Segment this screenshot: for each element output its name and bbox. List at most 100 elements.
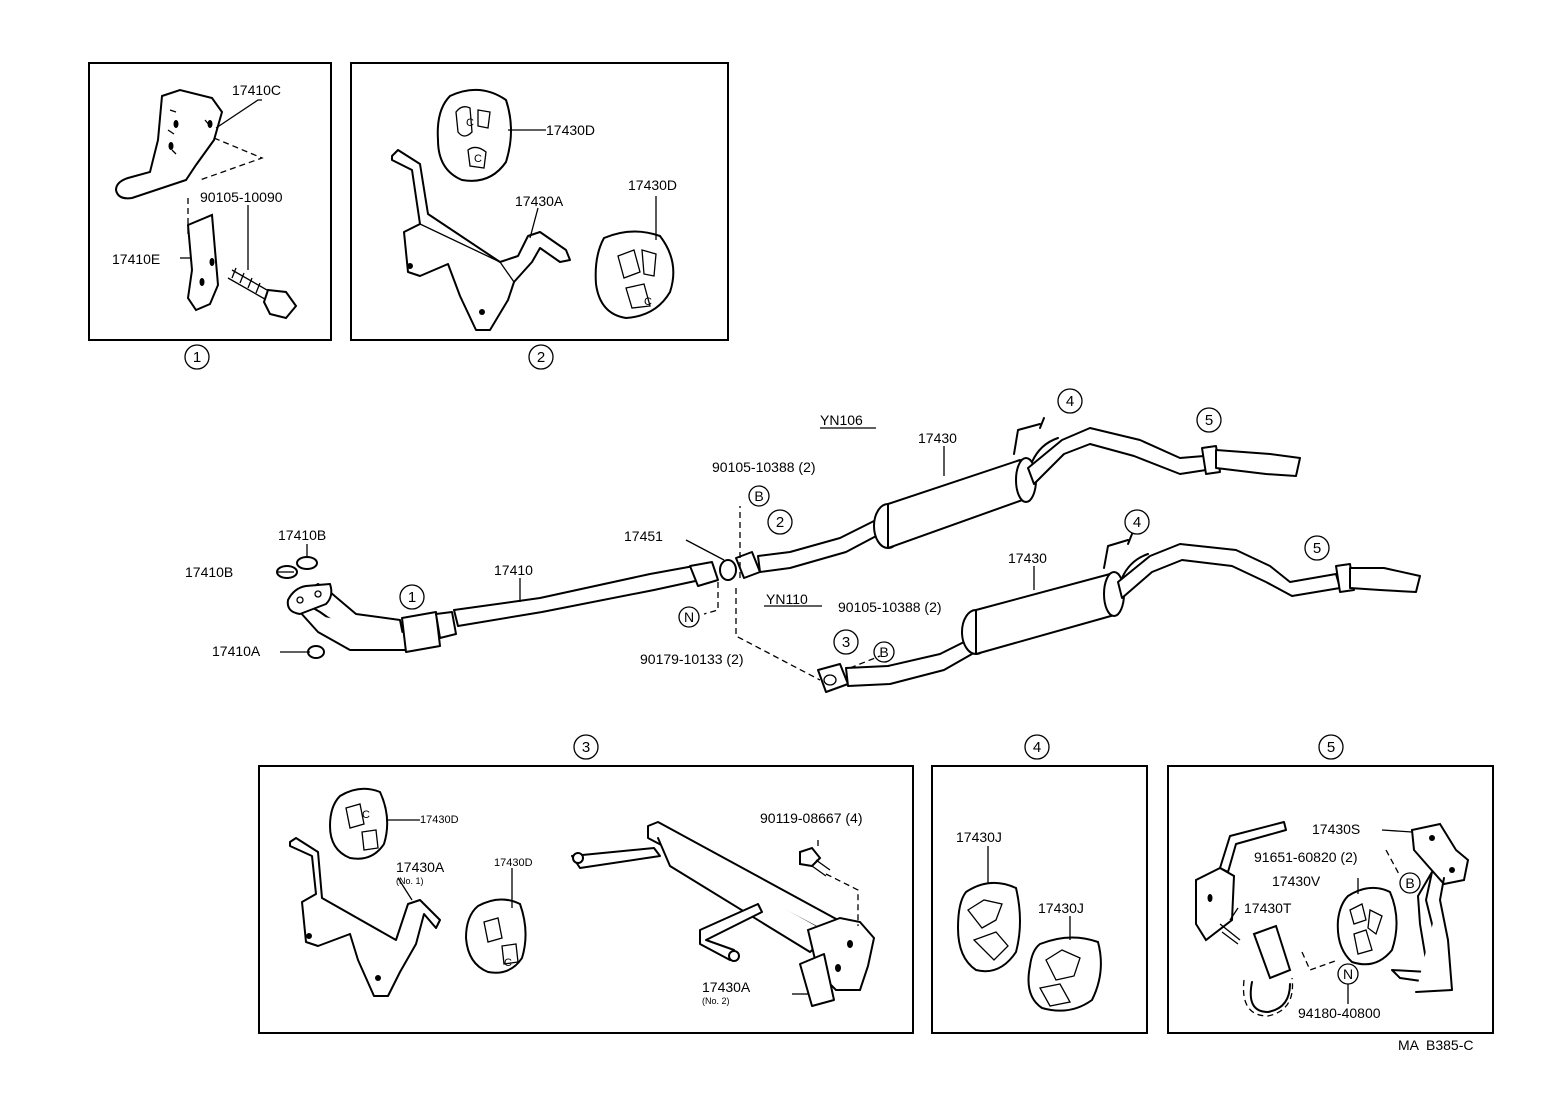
hanger-17430j-left-drawing (956, 881, 1021, 973)
hanger-17430d-right-drawing: C (594, 230, 675, 320)
variant-label-yn110: YN110 (766, 591, 808, 607)
bolt-90105-10090-drawing (227, 267, 298, 320)
main-callout-3-circle (833, 629, 859, 655)
bracket-17410c-drawing (114, 88, 224, 200)
panel-1-frame (88, 62, 332, 341)
nut-symbol-p5-letter: N (1343, 966, 1353, 982)
main-callout-2: 2 (776, 514, 784, 531)
panel-5-frame (1167, 765, 1494, 1034)
clamp-drawing (1242, 924, 1294, 1017)
nut-symbol-p5 (1337, 963, 1359, 985)
main-callout-3: 3 (842, 634, 850, 651)
part-label-90105-10388-lower: 90105-10388 (2) (838, 599, 942, 615)
gasket-17410a-drawing (307, 645, 325, 659)
panel-1: 17410C 90105-10090 17410E 1 (88, 62, 332, 370)
panel-1-callout-circle (184, 344, 210, 370)
part-label-90179-10133: 90179-10133 (2) (640, 651, 744, 667)
hanger-17430d-p3-mid-drawing: C (464, 898, 527, 974)
part-label-17430v: 17430V (1272, 873, 1321, 889)
part-label-17430d-top: 17430D (546, 122, 595, 138)
part-label-17430a-no2: 17430A (702, 979, 751, 995)
part-label-17430a-no1-note: (No. 1) (396, 876, 424, 886)
hanger-glyph-4: C (362, 809, 370, 821)
panel-5-callout-circle (1318, 734, 1344, 760)
bolt-symbol-upper-letter: B (754, 488, 763, 504)
nut-symbol (678, 606, 700, 628)
part-label-17410: 17410 (494, 562, 533, 578)
part-label-17410b-left: 17410B (185, 564, 233, 580)
main-callout-4-lower-circle (1124, 509, 1150, 535)
gasket-17451-drawing (719, 559, 737, 581)
panel-3: 3 C C (258, 734, 914, 1034)
part-label-17410b-top: 17410B (278, 527, 326, 543)
part-label-17430s: 17430S (1312, 821, 1360, 837)
bolt-90119-08667-drawing (799, 846, 831, 877)
variant-label-yn106: YN106 (820, 412, 863, 428)
tail-pipe-lower-drawing (817, 533, 1421, 693)
part-label-17430a-no2-note: (No. 2) (702, 996, 730, 1006)
hanger-17430d-top-drawing: C C (436, 89, 512, 182)
panel-5: 5 (1167, 734, 1494, 1034)
panel-5-number: 5 (1327, 739, 1335, 756)
hanger-17430j-right-drawing (1027, 936, 1102, 1012)
front-pipe-17410-drawing (286, 561, 719, 653)
main-callout-5-upper: 5 (1205, 412, 1213, 429)
panel-2-frame (350, 62, 729, 341)
part-label-17430j-right: 17430J (1038, 900, 1084, 916)
hanger-glyph-3: C (644, 296, 652, 308)
part-label-90105-10090: 90105-10090 (200, 189, 283, 205)
part-label-17430d-p3-mid: 17430D (494, 857, 533, 869)
bracket-17430a-no1-drawing (289, 837, 441, 997)
part-label-90105-10388-upper: 90105-10388 (2) (712, 459, 816, 475)
part-label-91651-60820: 91651-60820 (2) (1254, 849, 1358, 865)
nut-symbol-letter: N (684, 609, 694, 625)
main-callout-1-circle (399, 584, 425, 610)
panel-4-number: 4 (1033, 739, 1041, 756)
panel-4-frame (931, 765, 1148, 1034)
panel-2-number: 2 (537, 349, 545, 366)
bracket-17430t-drawing (1195, 821, 1287, 945)
main-callout-1: 1 (408, 589, 416, 606)
main-callout-5-upper-circle (1196, 407, 1222, 433)
hanger-17430d-p3-top-drawing: C (328, 787, 389, 860)
crossmember-drawing (571, 821, 876, 1007)
part-label-17430t: 17430T (1244, 900, 1292, 916)
panel-1-number: 1 (193, 349, 201, 366)
bolt-symbol-lower-letter: B (879, 644, 888, 660)
part-label-17451: 17451 (624, 528, 663, 544)
part-label-17410a: 17410A (212, 643, 261, 659)
bracket-17410e-drawing (186, 213, 220, 312)
main-exhaust-assembly: B N B 1 2 3 4 4 5 5 YN106 YN110 17410B 1… (185, 388, 1421, 693)
gasket-17410b-top-drawing (296, 556, 318, 570)
part-label-17430j-left: 17430J (956, 829, 1002, 845)
panel-3-callout-circle (573, 734, 599, 760)
part-label-17430d-p3-top: 17430D (420, 814, 459, 826)
bracket-17430s-drawing (1391, 822, 1470, 993)
panel-4: 4 17430J 17430J (931, 734, 1148, 1034)
panel-3-number: 3 (582, 739, 590, 756)
main-callout-4-upper: 4 (1066, 393, 1074, 410)
main-callout-5-lower-circle (1304, 535, 1330, 561)
hanger-glyph: C (466, 117, 474, 129)
panel-3-frame (258, 765, 914, 1034)
part-label-90119-08667: 90119-08667 (4) (760, 810, 862, 826)
part-label-17410c: 17410C (232, 82, 281, 98)
diagram-code: MA B385-C (1398, 1037, 1473, 1053)
panel-2: C C C 17430D 17430A 17430D 2 (350, 62, 729, 370)
tail-pipe-upper-drawing (735, 417, 1301, 579)
hanger-glyph-2: C (474, 153, 482, 165)
bolt-symbol-p5-letter: B (1405, 875, 1414, 891)
panel-2-callout-circle (528, 344, 554, 370)
part-label-94180-40800: 94180-40800 (1298, 1005, 1381, 1021)
bolt-symbol-upper (748, 485, 770, 507)
main-callout-4-lower: 4 (1133, 514, 1141, 531)
hanger-17430v-drawing (1336, 886, 1398, 966)
part-label-17410e: 17410E (112, 251, 160, 267)
hanger-glyph-5: C (504, 957, 512, 969)
part-label-17430d-right: 17430D (628, 177, 677, 193)
main-callout-4-upper-circle (1057, 388, 1083, 414)
main-callout-2-circle (767, 509, 793, 535)
bracket-17430a-drawing (391, 149, 571, 331)
part-label-17430a-no1: 17430A (396, 859, 445, 875)
